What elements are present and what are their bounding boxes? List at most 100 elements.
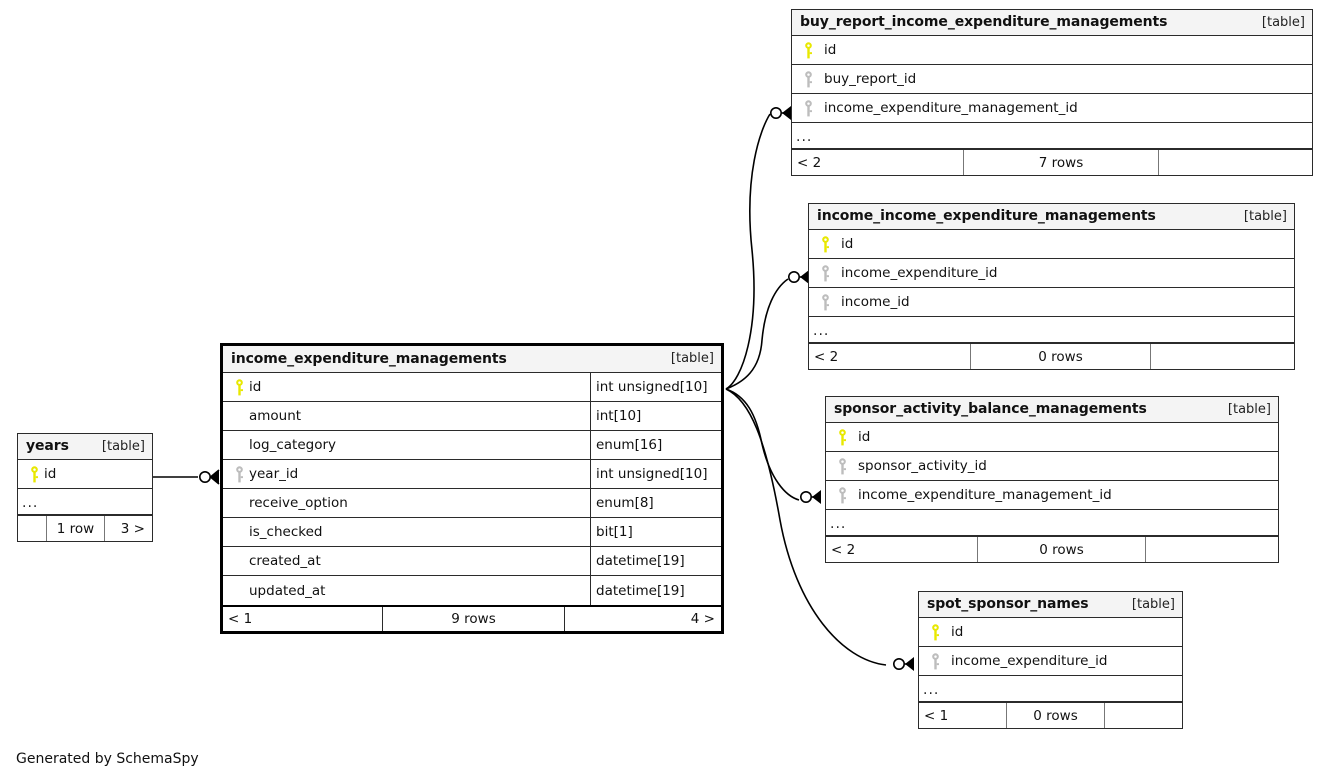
table-footer: < 2 7 rows: [792, 149, 1312, 175]
foreign-key-icon: [815, 264, 835, 282]
column-name-cell: income_expenditure_management_id: [826, 481, 1278, 509]
foreign-key-icon: [229, 465, 249, 483]
column-type: enum[16]: [590, 431, 721, 459]
column-name-cell: income_expenditure_id: [919, 647, 1182, 675]
more-columns-ellipsis: ...: [809, 317, 1294, 343]
column-label: income_expenditure_id: [841, 265, 998, 281]
column-row[interactable]: amount int[10]: [223, 402, 721, 431]
table-footer: < 1 9 rows 4 >: [223, 605, 721, 631]
column-row[interactable]: updated_at datetime[19]: [223, 576, 721, 605]
column-row[interactable]: id: [809, 230, 1294, 259]
more-columns-ellipsis: ...: [18, 489, 152, 515]
column-label: id: [951, 624, 964, 640]
more-columns-ellipsis: ...: [826, 510, 1278, 536]
footer-parents[interactable]: < 2: [792, 150, 964, 175]
column-row[interactable]: income_id: [809, 288, 1294, 317]
column-label: buy_report_id: [824, 71, 917, 87]
column-type: int unsigned[10]: [590, 373, 721, 401]
column-row[interactable]: created_at datetime[19]: [223, 547, 721, 576]
table-sponsor-activity-balance-managements[interactable]: sponsor_activity_balance_managements [ta…: [825, 396, 1279, 563]
table-type-tag: [table]: [1227, 401, 1271, 417]
table-title: years: [26, 438, 69, 454]
column-row[interactable]: income_expenditure_management_id: [792, 94, 1312, 123]
column-label: income_expenditure_id: [951, 653, 1108, 669]
foreign-key-icon: [925, 652, 945, 670]
footer-parents[interactable]: [18, 516, 47, 541]
column-row[interactable]: income_expenditure_management_id: [826, 481, 1278, 510]
column-name-cell: sponsor_activity_id: [826, 452, 1278, 480]
column-label: id: [858, 429, 871, 445]
column-row[interactable]: sponsor_activity_id: [826, 452, 1278, 481]
table-title: spot_sponsor_names: [927, 596, 1089, 612]
footer-rowcount: 7 rows: [964, 150, 1159, 175]
table-type-tag: [table]: [1243, 208, 1287, 224]
footer-rowcount: 0 rows: [1007, 703, 1105, 728]
table-spot-sponsor-names[interactable]: spot_sponsor_names [table] id income_exp…: [918, 591, 1183, 729]
primary-key-icon: [832, 428, 852, 446]
table-income-expenditure-managements[interactable]: income_expenditure_managements [table] i…: [220, 343, 724, 634]
column-label: id: [44, 466, 57, 482]
column-row[interactable]: income_expenditure_id: [919, 647, 1182, 676]
column-name-cell: log_category: [223, 431, 590, 459]
footer-children[interactable]: 3 >: [120, 520, 145, 537]
footer-rowcount: 9 rows: [383, 607, 565, 631]
footer-parents[interactable]: < 2: [809, 344, 971, 369]
column-name-cell: id: [792, 36, 1312, 64]
table-footer: < 2 0 rows: [809, 343, 1294, 369]
table-footer: < 2 0 rows: [826, 536, 1278, 562]
column-row[interactable]: id: [792, 36, 1312, 65]
column-type: bit[1]: [590, 518, 721, 546]
primary-key-icon: [24, 465, 44, 483]
column-row[interactable]: buy_report_id: [792, 65, 1312, 94]
foreign-key-icon: [798, 70, 818, 88]
column-name-cell: year_id: [223, 460, 590, 488]
table-header: income_income_expenditure_managements [t…: [809, 204, 1294, 230]
table-header: sponsor_activity_balance_managements [ta…: [826, 397, 1278, 423]
table-title: buy_report_income_expenditure_management…: [800, 14, 1168, 30]
column-row[interactable]: is_checked bit[1]: [223, 518, 721, 547]
column-row[interactable]: income_expenditure_id: [809, 259, 1294, 288]
column-name-cell: amount: [223, 402, 590, 430]
footer-children[interactable]: 4 >: [690, 611, 715, 627]
column-name-cell: id: [919, 618, 1182, 646]
footer-rowcount: 0 rows: [978, 537, 1146, 562]
column-row[interactable]: id: [919, 618, 1182, 647]
table-years[interactable]: years [table] id ... 1 row 3 >: [17, 433, 153, 542]
column-label: id: [249, 379, 262, 395]
column-row[interactable]: id: [18, 460, 152, 489]
more-columns-ellipsis: ...: [792, 123, 1312, 149]
column-row[interactable]: year_id int unsigned[10]: [223, 460, 721, 489]
column-label: income_id: [841, 294, 910, 310]
edge-to-buy-report: [725, 113, 771, 390]
column-row[interactable]: log_category enum[16]: [223, 431, 721, 460]
footer-children[interactable]: [1159, 150, 1312, 175]
column-label: sponsor_activity_id: [858, 458, 987, 474]
column-label: year_id: [249, 466, 299, 482]
column-name-cell: is_checked: [223, 518, 590, 546]
primary-key-icon: [815, 235, 835, 253]
column-name-cell: income_expenditure_id: [809, 259, 1294, 287]
table-header: years [table]: [18, 434, 152, 460]
table-type-tag: [table]: [670, 351, 714, 366]
table-buy-report-income-expenditure-managements[interactable]: buy_report_income_expenditure_management…: [791, 9, 1313, 176]
table-title: sponsor_activity_balance_managements: [834, 401, 1147, 417]
more-columns-ellipsis: ...: [919, 676, 1182, 702]
foreign-key-icon: [832, 457, 852, 475]
footer-children[interactable]: [1146, 537, 1278, 562]
footer-parents[interactable]: < 1: [223, 607, 383, 631]
footer-parents[interactable]: < 1: [919, 703, 1007, 728]
column-row[interactable]: id: [826, 423, 1278, 452]
table-type-tag: [table]: [101, 438, 145, 454]
column-row[interactable]: id int unsigned[10]: [223, 373, 721, 402]
table-income-income-expenditure-managements[interactable]: income_income_expenditure_managements [t…: [808, 203, 1295, 370]
column-name-cell: income_expenditure_management_id: [792, 94, 1312, 122]
table-footer: < 1 0 rows: [919, 702, 1182, 728]
footer-children[interactable]: [1105, 703, 1182, 728]
column-name-cell: id: [826, 423, 1278, 451]
column-name-cell: created_at: [223, 547, 590, 575]
footer-rowcount: 1 row: [47, 516, 105, 541]
footer-parents[interactable]: < 2: [826, 537, 978, 562]
table-title: income_expenditure_managements: [231, 350, 507, 367]
column-row[interactable]: receive_option enum[8]: [223, 489, 721, 518]
footer-children[interactable]: [1151, 344, 1294, 369]
